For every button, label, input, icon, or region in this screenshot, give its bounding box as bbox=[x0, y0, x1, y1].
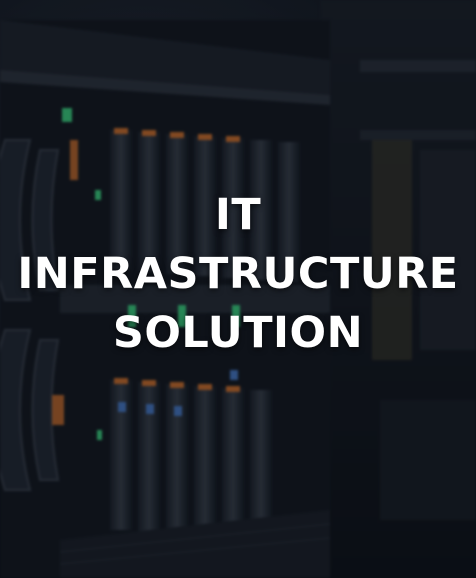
headline-line-3: SOLUTION bbox=[112, 308, 364, 358]
headline-line-2: INFRASTRUCTURE bbox=[17, 249, 459, 299]
hero-headline: IT INFRASTRUCTURE SOLUTION bbox=[0, 186, 476, 363]
headline-line-1: IT bbox=[214, 190, 262, 240]
